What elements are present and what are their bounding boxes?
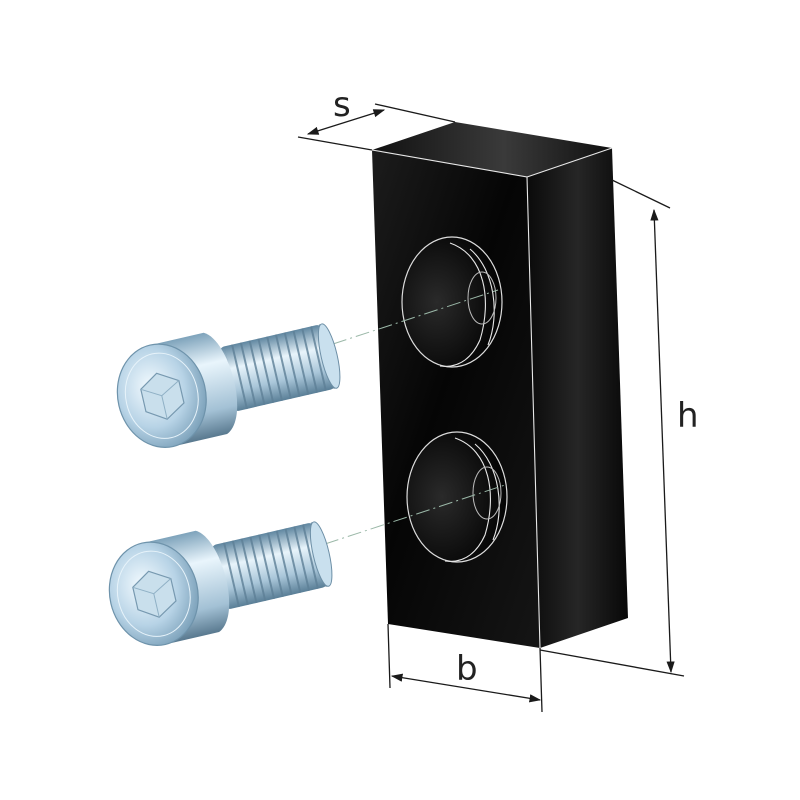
block-side-face	[527, 148, 628, 648]
block-top-face	[372, 122, 612, 177]
lower-screw	[108, 521, 333, 646]
lower-hole	[406, 431, 508, 563]
upper-screw	[116, 323, 341, 448]
block	[371, 122, 628, 649]
upper-hole	[401, 236, 503, 368]
lower-screw-axis	[324, 484, 506, 545]
dimension-label-b: b	[456, 649, 478, 689]
dimension-s: s	[297, 85, 456, 151]
dimension-label-s: s	[333, 85, 351, 125]
upper-screw-axis	[332, 289, 499, 345]
dimension-h: h	[539, 179, 699, 677]
dimension-label-h: h	[677, 396, 699, 436]
block-front-face	[372, 150, 540, 648]
dimension-b: b	[387, 623, 543, 713]
